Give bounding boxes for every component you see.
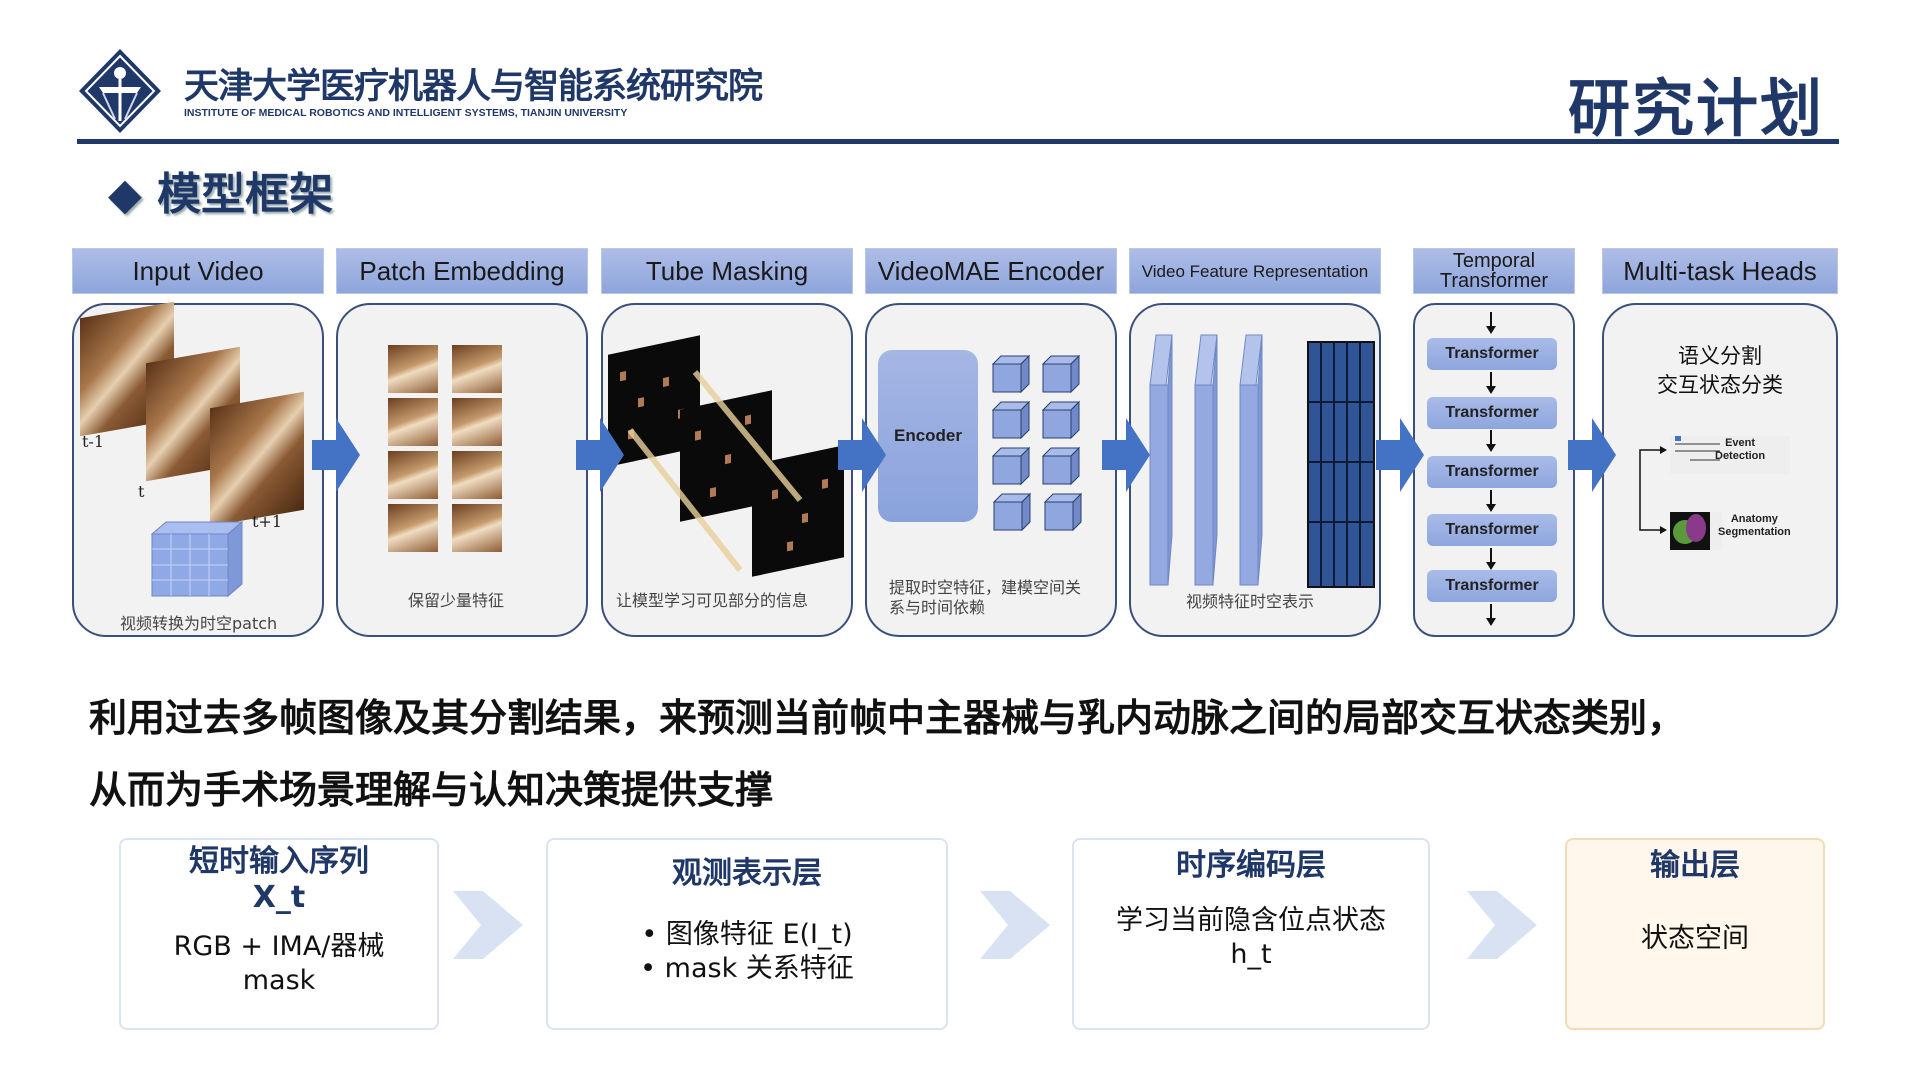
head-label: Segmentation bbox=[1718, 526, 1791, 538]
statement-line: 利用过去多帧图像及其分割结果，来预测当前帧中主器械与乳内动脉之间的局部交互状态类… bbox=[89, 696, 1686, 740]
stage-header-encoder: VideoMAE Encoder bbox=[865, 248, 1117, 294]
institute-name-cn: 天津大学医疗机器人与智能系统研究院 bbox=[184, 67, 763, 107]
transformer-block: Transformer bbox=[1427, 338, 1557, 370]
stage-caption: 让模型学习可见部分的信息 bbox=[616, 591, 809, 610]
right-arrow-icon bbox=[1376, 418, 1424, 492]
flow-box-body: 学习当前隐含位点状态 bbox=[1116, 905, 1386, 936]
patch-tile bbox=[388, 345, 438, 393]
statement-line: 从而为手术场景理解与认知决策提供支撑 bbox=[89, 768, 774, 812]
flow-box-subtitle: X_t bbox=[252, 880, 306, 915]
patch-tile bbox=[388, 504, 438, 552]
task-interaction-classification: 交互状态分类 bbox=[1657, 373, 1783, 397]
research-statement: 利用过去多帧图像及其分割结果，来预测当前帧中主器械与乳内动脉之间的局部交互状态类… bbox=[89, 682, 1685, 826]
patch-tile bbox=[452, 504, 502, 552]
flow-box-title: 输出层 bbox=[1650, 848, 1740, 883]
flow-arrow-icon bbox=[1486, 548, 1496, 570]
right-arrow-icon bbox=[838, 418, 886, 492]
head-label: Anatomy bbox=[1730, 513, 1778, 525]
header-divider bbox=[77, 139, 1839, 144]
flow-box-body: • mask 关系特征 bbox=[640, 953, 854, 984]
task-semantic-segmentation: 语义分割 bbox=[1678, 344, 1762, 368]
right-arrow-icon bbox=[1568, 418, 1616, 492]
patch-tile bbox=[452, 451, 502, 499]
chevron-right-icon bbox=[453, 891, 523, 959]
task-list: 语义分割 交互状态分类 bbox=[1602, 342, 1838, 400]
flow-box-observation: 观测表示层 • 图像特征 E(I_t) • mask 关系特征 bbox=[546, 838, 948, 1030]
patch-tile bbox=[388, 451, 438, 499]
flow-box-body: h_t bbox=[1230, 939, 1272, 970]
flow-arrow-icon bbox=[1486, 604, 1496, 626]
frame-label: t-1 bbox=[82, 432, 105, 451]
flow-arrow-icon bbox=[1486, 430, 1496, 452]
right-arrow-icon bbox=[312, 418, 360, 492]
flow-box-body: mask bbox=[242, 965, 316, 996]
flow-arrow-icon bbox=[1486, 312, 1496, 334]
stage-header-tube-masking: Tube Masking bbox=[601, 248, 853, 294]
head-connectors bbox=[1639, 436, 1790, 550]
stage-header-multitask-heads: Multi-task Heads bbox=[1602, 248, 1838, 294]
chevron-right-icon bbox=[1467, 891, 1537, 959]
header-line: Transformer bbox=[1439, 270, 1549, 292]
patch-tile bbox=[452, 345, 502, 393]
stage-caption: 视频特征时空表示 bbox=[1186, 592, 1315, 611]
transformer-block: Transformer bbox=[1427, 514, 1557, 546]
flow-box-title: 短时输入序列 bbox=[189, 844, 369, 879]
frame-label: t bbox=[138, 482, 145, 501]
flow-box-temporal-encoding: 时序编码层 学习当前隐含位点状态 h_t bbox=[1072, 838, 1430, 1030]
header-line: Temporal bbox=[1452, 250, 1536, 272]
flow-box-title: 时序编码层 bbox=[1176, 848, 1326, 883]
flow-arrow-icon bbox=[1486, 490, 1496, 512]
patch-tile bbox=[388, 398, 438, 446]
flow-box-body: 状态空间 bbox=[1641, 923, 1749, 954]
right-arrow-icon bbox=[1102, 418, 1150, 492]
stage-header-patch-embedding: Patch Embedding bbox=[336, 248, 588, 294]
tube-lines bbox=[627, 370, 803, 572]
stage-header-feature-representation: Video Feature Representation bbox=[1129, 248, 1381, 294]
frame-label: t+1 bbox=[252, 512, 283, 531]
encoder-block: Encoder bbox=[878, 350, 978, 522]
flow-box-input-sequence: 短时输入序列 X_t RGB + IMA/器械 mask bbox=[119, 838, 439, 1030]
flow-box-title: 观测表示层 bbox=[672, 856, 822, 891]
flow-arrow-icon bbox=[1486, 372, 1496, 394]
patch-cube-icon bbox=[150, 520, 244, 598]
token-cubes bbox=[992, 355, 1082, 531]
head-event-detection: Event Detection bbox=[1715, 437, 1765, 463]
flow-box-output: 输出层 状态空间 bbox=[1565, 838, 1825, 1030]
head-anatomy-segmentation: Anatomy Segmentation bbox=[1718, 513, 1791, 539]
section-title: ◆ 模型框架 bbox=[108, 169, 334, 220]
video-frame bbox=[210, 391, 304, 527]
flow-box-body: RGB + IMA/器械 bbox=[173, 931, 385, 962]
head-label: Detection bbox=[1715, 450, 1766, 462]
stage-caption: 提取时空特征，建模空间关 系与时间依赖 bbox=[889, 578, 1081, 618]
transformer-block: Transformer bbox=[1427, 570, 1557, 602]
head-label: Event bbox=[1725, 437, 1756, 449]
stage-header-temporal-transformer: Temporal Transformer bbox=[1413, 248, 1575, 294]
chevron-right-icon bbox=[980, 891, 1050, 959]
transformer-block: Transformer bbox=[1427, 397, 1557, 429]
right-arrow-icon bbox=[576, 418, 624, 492]
institute-logo bbox=[79, 49, 161, 133]
patch-tile bbox=[452, 398, 502, 446]
caption-line: 提取时空特征，建模空间关 bbox=[889, 578, 1082, 597]
stage-caption: 视频转换为时空patch bbox=[120, 614, 278, 633]
flow-box-body: • 图像特征 E(I_t) bbox=[641, 919, 853, 950]
stage-header-input-video: Input Video bbox=[72, 248, 324, 294]
transformer-block: Transformer bbox=[1427, 456, 1557, 488]
institute-name-en: INSTITUTE OF MEDICAL ROBOTICS AND INTELL… bbox=[184, 107, 628, 119]
stage-caption: 保留少量特征 bbox=[408, 591, 505, 610]
page-title: 研究计划 bbox=[1567, 72, 1824, 145]
feature-slabs bbox=[1149, 334, 1375, 588]
caption-line: 系与时间依赖 bbox=[889, 598, 986, 617]
